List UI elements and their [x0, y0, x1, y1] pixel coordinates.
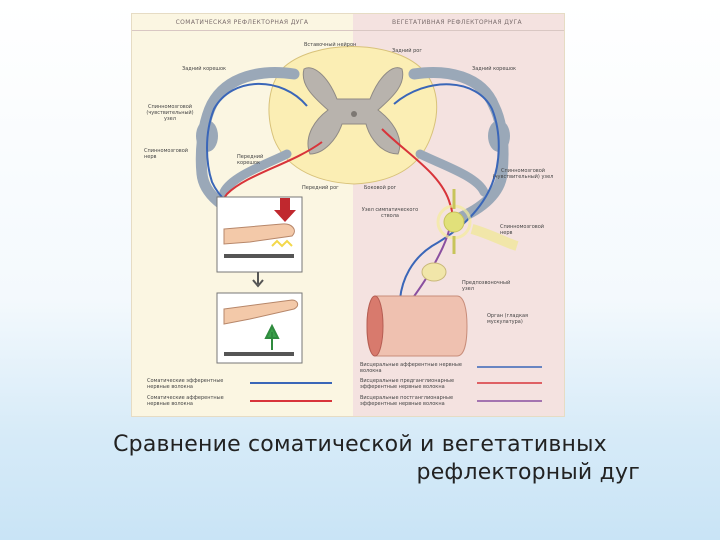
label-dorsal-horn: Задний рог: [392, 48, 422, 54]
hand-bottom: [223, 299, 299, 325]
surface-bottom: [224, 352, 294, 356]
label-spinal-nerve-left: Спинномозговой нерв: [144, 148, 189, 160]
label-ventral-horn: Передний рог: [302, 185, 339, 191]
stimulus-burst: [271, 239, 293, 248]
legend-visceral-afferent: Висцеральные афферентные нервные волокна: [360, 362, 462, 374]
legend-somatic-afferent: Соматические афферентные нервные волокна: [147, 395, 224, 407]
label-dorsal-root-left: Задний корешок: [182, 66, 227, 72]
label-sympathetic-ganglion: Узел симпатического ствола: [361, 207, 419, 219]
reflex-arc-figure: СОМАТИЧЕСКАЯ РЕФЛЕКТОРНАЯ ДУГА ВЕГЕТАТИВ…: [131, 13, 565, 417]
prevertebral-ganglion: [421, 262, 447, 282]
autonomic-header: ВЕГЕТАТИВНАЯ РЕФЛЕКТОРНАЯ ДУГА: [391, 19, 523, 26]
label-interneuron: Вставочный нейрон: [304, 42, 357, 48]
legend-visceral-post: Висцеральные постганглионарные эфферентн…: [360, 395, 454, 407]
left-ventral-root: [219, 149, 292, 197]
down-arrow-top: [274, 198, 296, 222]
label-ventral-root: Передний корешок: [237, 154, 264, 166]
spinal-cord-gray-matter: [302, 67, 404, 155]
plant-icon: [264, 323, 280, 350]
hand-top: [223, 223, 295, 245]
label-dorsal-root-right: Задний корешок: [472, 66, 517, 72]
visceral-afferent-path: [393, 83, 500, 300]
organ-opening: [366, 295, 384, 357]
label-organ: Орган (гладкая мускулатура): [487, 313, 529, 325]
label-spinal-ganglion-right: Спинномозговой (чувствительный) узел: [492, 168, 554, 180]
label-lateral-horn: Боковой рог: [364, 185, 397, 191]
somatic-header: СОМАТИЧЕСКАЯ РЕФЛЕКТОРНАЯ ДУГА: [175, 19, 309, 26]
label-prevertebral-ganglion: Предпозвоночный узел: [462, 280, 511, 292]
label-spinal-nerve-right: Спинномозговой нерв: [500, 224, 545, 236]
diagram-drawing: [195, 46, 542, 402]
right-spinal-nerve: [470, 224, 519, 251]
transition-arrow: [252, 272, 264, 288]
caption-line-2: рефлекторный дуг: [416, 460, 640, 485]
legend-visceral-pre: Висцеральные предганглионарные эфферентн…: [360, 378, 455, 390]
central-canal: [351, 111, 357, 117]
label-spinal-ganglion-left: Спинномозговой (чувствительный) узел: [146, 104, 194, 122]
header-divider: [132, 30, 564, 31]
slide-caption: Сравнение соматической и вегетативных ре…: [80, 431, 640, 487]
caption-line-1: Сравнение соматической и вегетативных: [113, 432, 607, 457]
right-ventral-root: [415, 149, 489, 197]
legend-somatic-efferent: Соматические эфферентные нервные волокна: [147, 378, 224, 390]
surface-top: [224, 254, 294, 258]
sympathetic-ganglion: [443, 211, 465, 233]
